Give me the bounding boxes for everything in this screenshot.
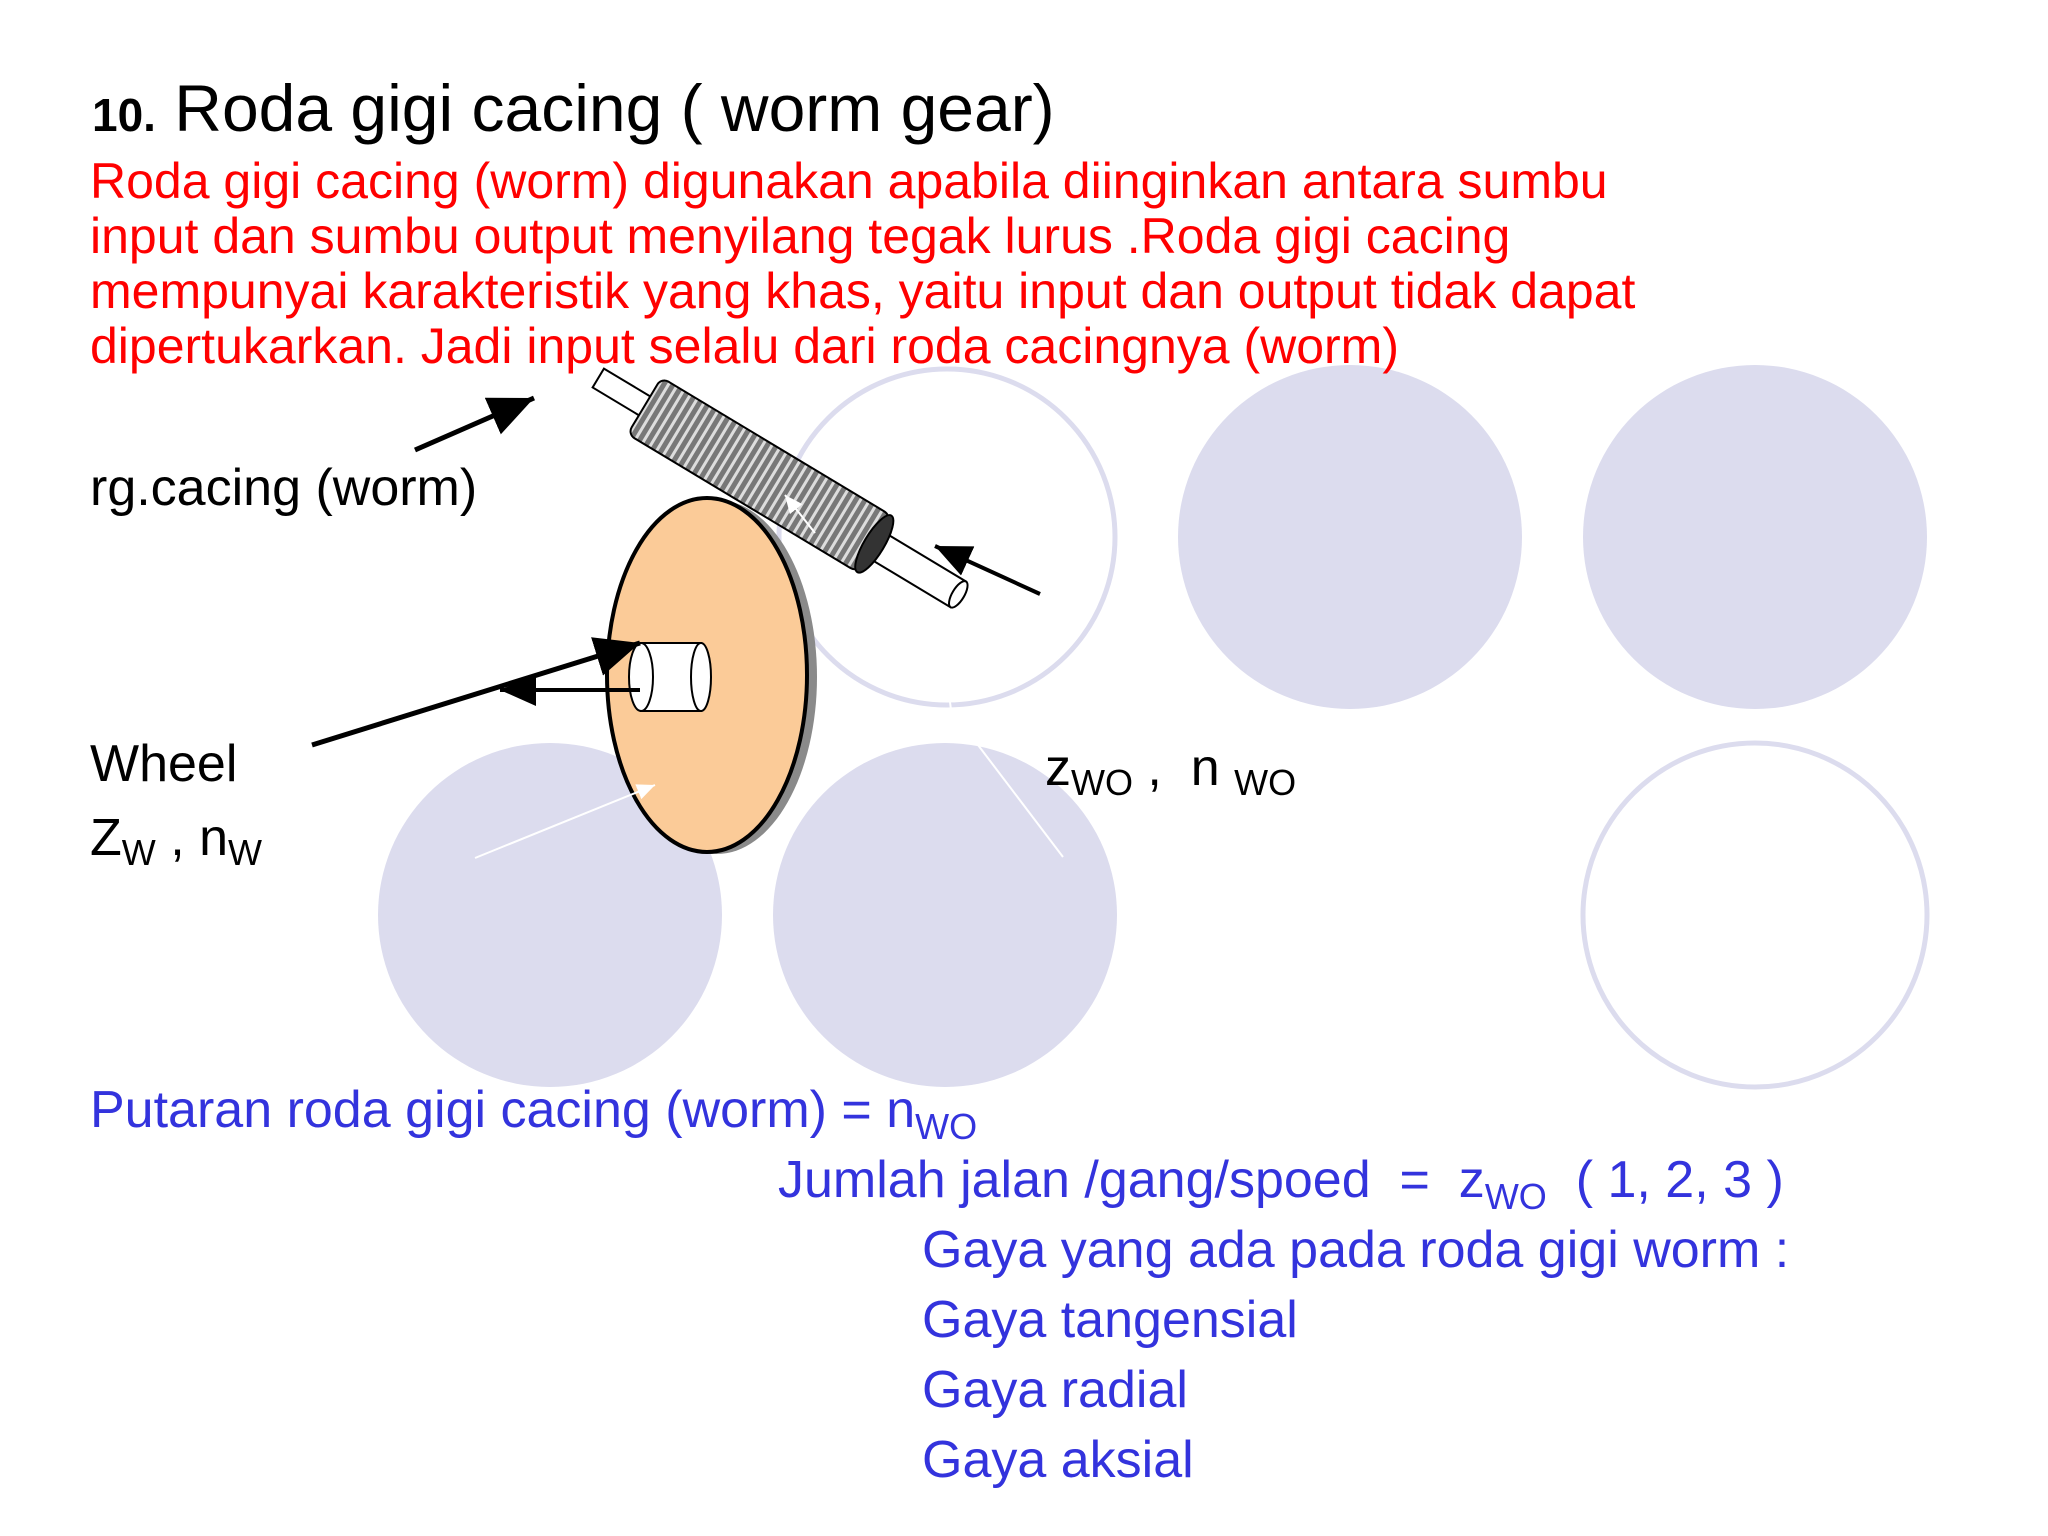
worm-symbols: zWO , n WO (1045, 738, 1296, 813)
decor-circle-filled-1 (1178, 365, 1522, 709)
wheel-n-subscript: W (228, 832, 262, 873)
arrow-white-wheel (474, 784, 656, 859)
force-item: Gaya aksial (922, 1431, 1194, 1489)
note-thread-count-values: ( 1, 2, 3 ) (1546, 1151, 1784, 1209)
line-white-tick (949, 701, 953, 719)
description-line: dipertukarkan. Jadi input selalu dari ro… (90, 318, 1399, 374)
decor-circle-filled-4 (773, 743, 1117, 1087)
note-thread-count: Jumlah jalan /gang/spoed = zWO ( 1, 2, 3… (778, 1150, 1784, 1227)
title-text: Roda gigi cacing ( worm gear) (174, 71, 1055, 145)
decor-circle-filled-3 (378, 743, 722, 1087)
wheel-z-subscript: W (121, 832, 156, 873)
worm-separator: , (1132, 739, 1191, 797)
decor-circle-filled-2 (1583, 365, 1927, 709)
arrow-wheel-label (311, 637, 641, 748)
worm-n-subscript: WO (1234, 762, 1297, 803)
description-paragraph: Roda gigi cacing (worm) digunakan apabil… (90, 154, 1635, 374)
worm-n-symbol: n (1190, 739, 1235, 797)
wheel-label: Wheel (90, 735, 238, 793)
worm-wheel (605, 496, 817, 854)
note-worm-rotation-subscript: WO (915, 1106, 978, 1147)
description-line: input dan sumbu output menyilang tegak l… (90, 208, 1511, 264)
arrow-worm-label (413, 395, 536, 453)
decor-circle-outline-1 (776, 366, 1118, 708)
note-worm-rotation-text: Putaran roda gigi cacing (worm) = n (90, 1081, 916, 1139)
force-item: Gaya tangensial (922, 1291, 1298, 1349)
worm-screw (591, 367, 969, 609)
wheel-n-symbol: n (199, 809, 229, 867)
worm-z-symbol: z (1045, 739, 1071, 797)
description-line: mempunyai karakteristik yang khas, yaitu… (90, 263, 1636, 319)
force-item: Gaya radial (922, 1361, 1188, 1419)
note-thread-count-text: Jumlah jalan /gang/spoed = z (778, 1151, 1485, 1209)
wheel-z-symbol: Z (90, 809, 122, 867)
description-line: Roda gigi cacing (worm) digunakan apabil… (90, 153, 1608, 209)
decor-circle-outline-2 (1580, 740, 1930, 1090)
line-white-callout (977, 744, 1064, 858)
forces-heading: Gaya yang ada pada roda gigi worm : (922, 1221, 1790, 1279)
title-number: 10. (92, 89, 156, 141)
arrow-white-worm (784, 494, 816, 534)
worm-label: rg.cacing (worm) (90, 459, 478, 517)
worm-z-subscript: WO (1071, 762, 1133, 803)
wheel-symbols: ZW , nW (90, 808, 262, 883)
wheel-separator: , (155, 809, 200, 867)
wheel-hub (628, 642, 712, 712)
arrow-worm-input (934, 544, 1041, 596)
note-thread-count-subscript: WO (1484, 1176, 1547, 1217)
note-worm-rotation: Putaran roda gigi cacing (worm) = nWO (90, 1080, 977, 1157)
slide-title: 10. Roda gigi cacing ( worm gear) (92, 70, 1055, 153)
